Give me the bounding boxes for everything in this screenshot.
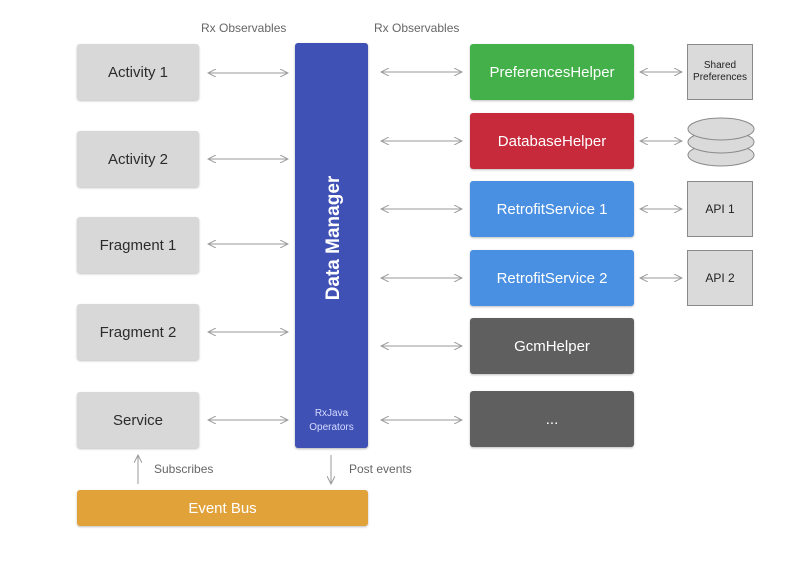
fragment-1-box: Fragment 1	[77, 217, 199, 273]
more-helpers-box: ...	[470, 391, 634, 447]
activity-2-box: Activity 2	[77, 131, 199, 187]
gcm-helper-box: GcmHelper	[470, 318, 634, 374]
activity-1-box: Activity 1	[77, 44, 199, 100]
rx-observables-right-label: Rx Observables	[374, 21, 460, 35]
activity-1-label: Activity 1	[107, 63, 168, 81]
shared-preferences-box: Shared Preferences	[687, 44, 753, 100]
more-helpers-label: ...	[545, 410, 559, 428]
api-2-label: API 2	[705, 271, 735, 285]
fragment-2-box: Fragment 2	[77, 304, 199, 360]
service-label: Service	[112, 411, 164, 429]
api-2-box: API 2	[687, 250, 753, 306]
activity-2-label: Activity 2	[107, 150, 168, 168]
event-bus-box: Event Bus	[77, 490, 368, 526]
database-helper-box: DatabaseHelper	[470, 113, 634, 169]
retrofit-service-1-label: RetrofitService 1	[496, 200, 608, 218]
post-events-label: Post events	[349, 462, 412, 476]
event-bus-label: Event Bus	[188, 499, 257, 517]
database-helper-label: DatabaseHelper	[497, 132, 607, 150]
shared-preferences-line2: Preferences	[693, 72, 747, 83]
preferences-helper-label: PreferencesHelper	[489, 63, 615, 81]
retrofit-service-1-box: RetrofitService 1	[470, 181, 634, 237]
rxjava-operators-line2: Operators	[309, 422, 354, 433]
rxjava-operators-line1: RxJava	[314, 408, 349, 419]
database-icon	[687, 117, 755, 167]
rxjava-operators-label: RxJava Operators	[295, 407, 368, 435]
subscribes-label: Subscribes	[154, 462, 214, 476]
api-1-box: API 1	[687, 181, 753, 237]
retrofit-service-2-box: RetrofitService 2	[470, 250, 634, 306]
retrofit-service-2-label: RetrofitService 2	[496, 269, 608, 287]
api-1-label: API 1	[705, 202, 735, 216]
gcm-helper-label: GcmHelper	[514, 337, 590, 355]
preferences-helper-box: PreferencesHelper	[470, 44, 634, 100]
rx-observables-left-label: Rx Observables	[201, 21, 287, 35]
fragment-2-label: Fragment 2	[99, 323, 177, 341]
data-manager-box	[295, 43, 368, 448]
service-box: Service	[77, 392, 199, 448]
shared-preferences-line1: Shared	[703, 60, 737, 71]
fragment-1-label: Fragment 1	[99, 236, 177, 254]
